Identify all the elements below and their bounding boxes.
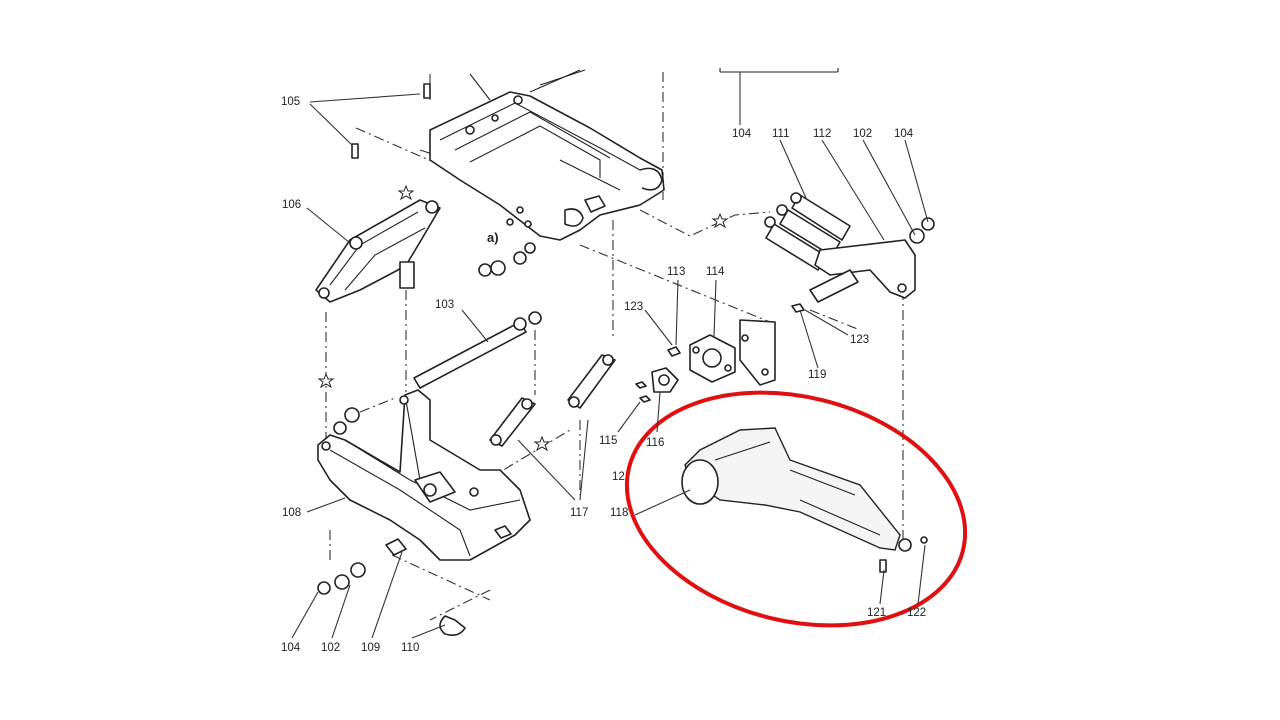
motor-mount-114 — [667, 334, 736, 383]
star-marker — [397, 184, 415, 201]
actuator-highlight-ellipse — [624, 390, 968, 628]
callout-103: 103 — [435, 299, 454, 311]
star-marker — [533, 435, 551, 452]
callout-labels: 105 106 103 108 104 102 109 110 117 118 … — [281, 96, 926, 654]
callout-105: 105 — [281, 96, 300, 108]
plate-119 — [739, 303, 805, 386]
callout-123-right: 123 — [850, 334, 869, 346]
gas-spring-assembly — [764, 192, 935, 303]
callout-115: 115 — [599, 435, 617, 447]
callout-102-top: 102 — [853, 128, 872, 140]
callout-104-right: 104 — [894, 128, 914, 140]
callout-102-lower: 102 — [321, 642, 340, 654]
callout-106: 106 — [282, 199, 301, 211]
callout-110: 110 — [401, 642, 419, 654]
linear-actuator-118 — [681, 427, 928, 573]
callout-116: 116 — [646, 437, 664, 449]
washer-stack-lower — [317, 407, 466, 636]
callout-a: a) — [487, 230, 499, 245]
motor-mount-116 — [635, 367, 679, 403]
callout-123-left: 123 — [624, 301, 643, 313]
callout-122: 122 — [907, 607, 926, 619]
callout-104-top: 104 — [732, 128, 752, 140]
star-marker — [317, 372, 335, 389]
callout-114: 114 — [706, 266, 725, 278]
callout-112: 112 — [813, 128, 831, 140]
upper-frame — [429, 69, 665, 241]
callout-108: 108 — [282, 507, 301, 519]
callout-119: 119 — [808, 369, 826, 381]
washer-stack-a — [478, 242, 536, 277]
callout-118: 118 — [610, 507, 628, 519]
callout-121: 121 — [867, 607, 886, 619]
callout-104-lower: 104 — [281, 642, 301, 654]
star-marker — [711, 212, 729, 229]
screw-105 — [351, 83, 431, 159]
shaft-103 — [413, 311, 542, 389]
callout-109: 109 — [361, 642, 380, 654]
callout-111: 111 — [772, 128, 789, 140]
top-reference-box — [719, 68, 839, 73]
callout-12: 12 — [612, 471, 625, 483]
leader-lines — [291, 72, 929, 639]
links-117 — [489, 354, 616, 447]
callout-113: 113 — [667, 266, 685, 278]
bracket-106 — [315, 199, 441, 303]
lower-frame-108 — [317, 389, 531, 561]
callout-117: 117 — [570, 507, 588, 519]
